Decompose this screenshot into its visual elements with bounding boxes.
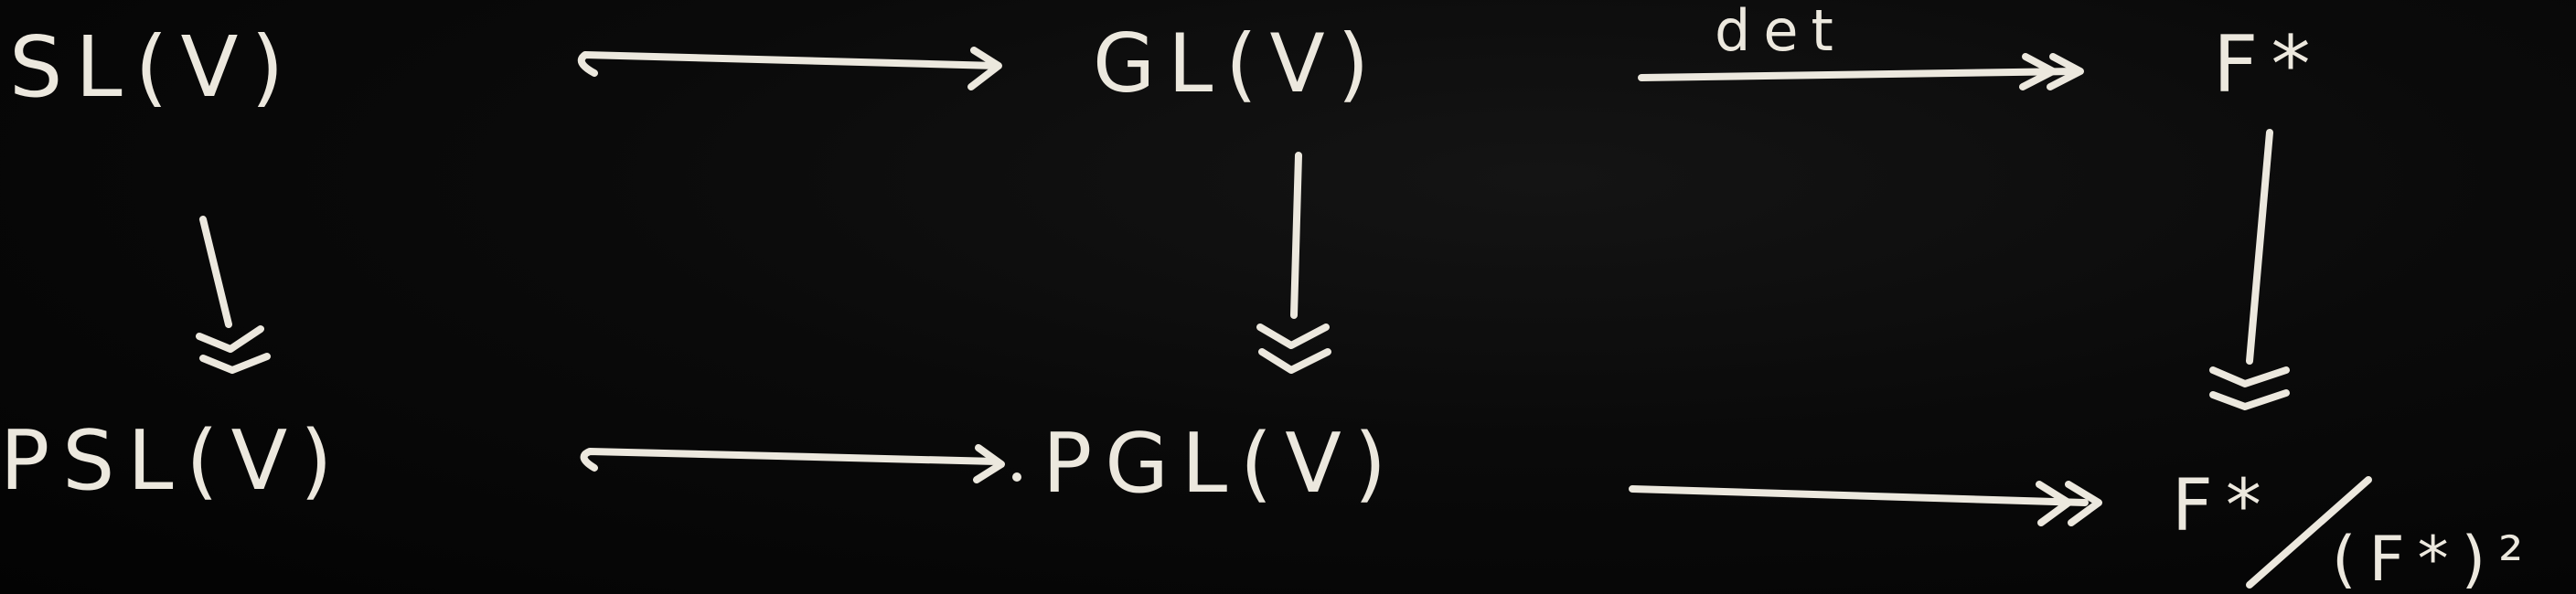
label-det: det: [1715, 0, 1846, 64]
arrow-pgl-to-quotient: [1629, 481, 2102, 526]
node-quotient-numerator: F*: [2172, 465, 2274, 547]
arrow-gl-to-fstar: [1638, 53, 2084, 90]
node-quotient-denominator: (F*)²: [2332, 524, 2536, 594]
arrow-sl-to-gl: [577, 47, 1002, 90]
node-sl: SL(V): [9, 18, 296, 116]
arrow-fstar-to-quotient: [2209, 129, 2290, 410]
arrow-gl-to-pgl: [1256, 152, 1331, 374]
node-gl: GL(V): [1093, 16, 1382, 111]
arrow-sl-to-psl: [196, 216, 271, 374]
quotient-slash: [2246, 476, 2372, 589]
node-fstar: F*: [2213, 19, 2323, 111]
node-psl: PSL(V): [0, 413, 345, 509]
node-pgl: PGL(V): [1042, 416, 1399, 512]
arrow-psl-to-pgl: [580, 444, 1021, 483]
